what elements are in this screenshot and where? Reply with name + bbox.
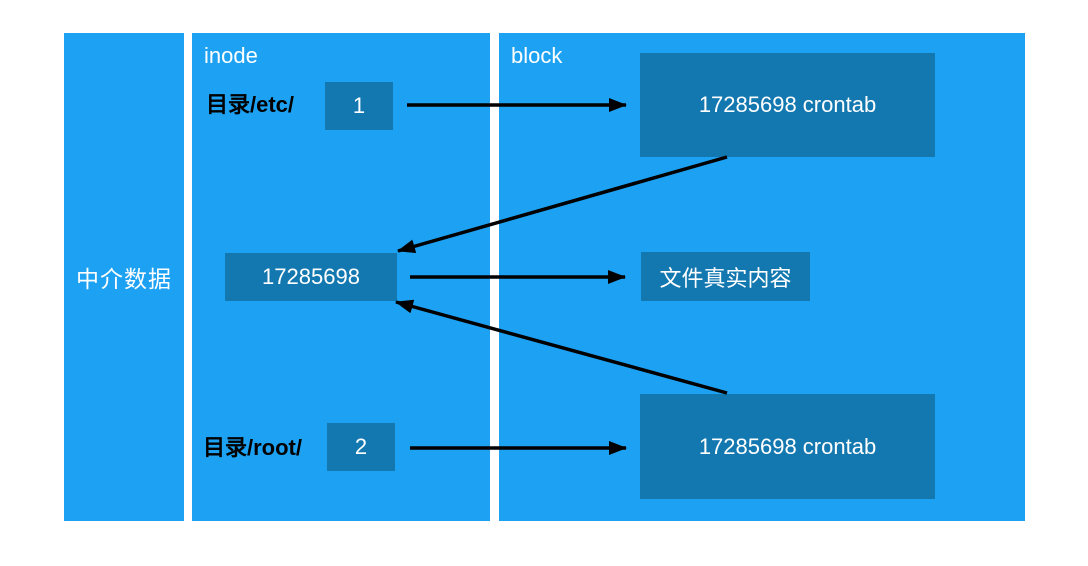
- inode-panel-title: inode: [204, 43, 258, 68]
- dir-etc-label: 目录/etc/: [206, 92, 295, 117]
- block-panel-title: block: [511, 43, 563, 68]
- block-crontab-top-box: 17285698 crontab: [640, 53, 935, 157]
- inode-refcount-1-box: 1: [325, 82, 393, 130]
- metadata-label: 中介数据: [76, 266, 172, 292]
- block-crontab-bottom-box: 17285698 crontab: [640, 394, 935, 499]
- inode-number-box: 17285698: [225, 253, 397, 301]
- dir-root-label: 目录/root/: [203, 435, 302, 460]
- panel-metadata: 中介数据: [64, 33, 184, 521]
- inode-refcount-2-box: 2: [327, 423, 395, 471]
- file-content-box: 文件真实内容: [641, 252, 810, 301]
